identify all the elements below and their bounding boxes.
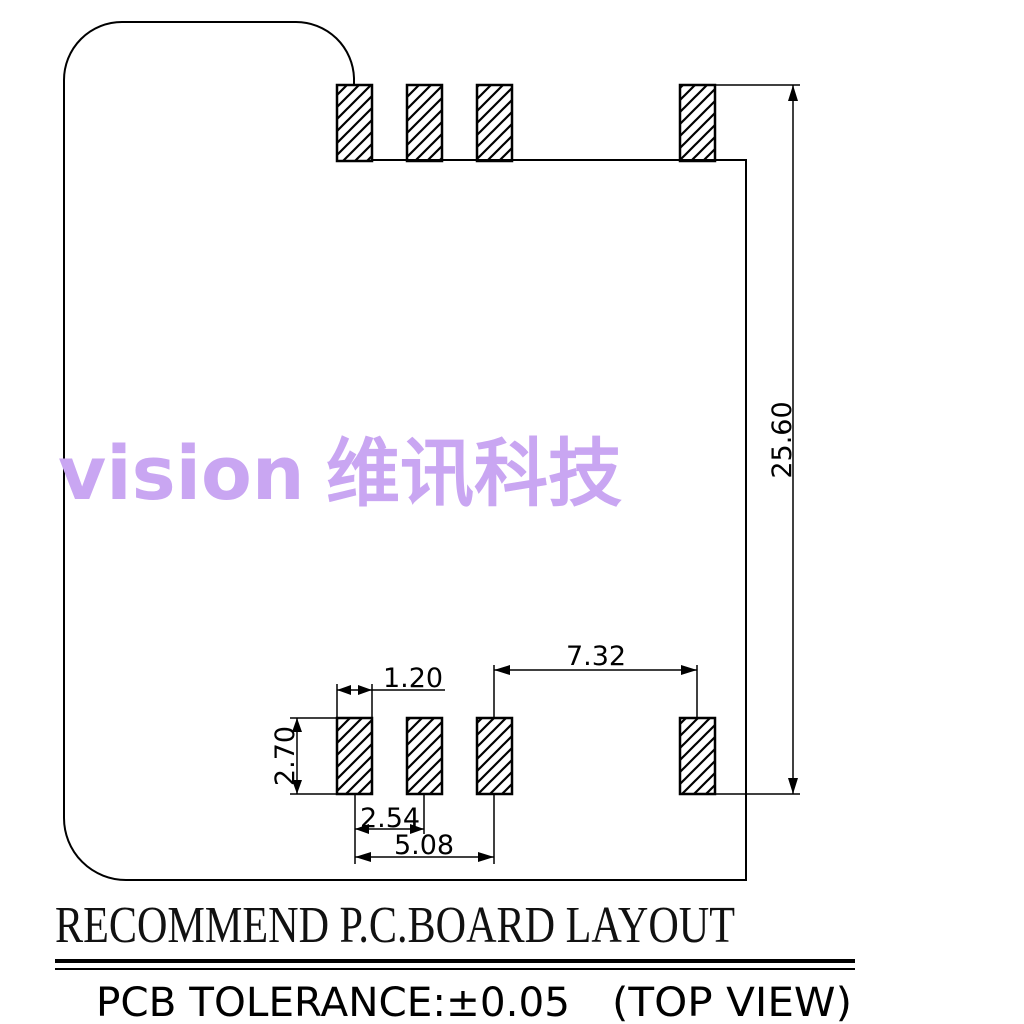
watermark-brand-cjk: 维讯科技 (326, 431, 622, 517)
pad-bottom-4 (678, 716, 717, 796)
pad-top-2 (405, 83, 444, 163)
dimension-pad-height: 2.70 (270, 717, 337, 795)
pad-bottom-1 (335, 716, 374, 796)
top-pad-row (335, 83, 717, 163)
dimension-double-pitch-label: 5.08 (394, 830, 454, 861)
view-note: (TOP VIEW) (612, 980, 852, 1024)
dimension-row-span-label: 25.60 (767, 401, 798, 478)
dimension-pad-width: 1.20 (336, 663, 445, 718)
dimension-gap: 7.32 (493, 641, 698, 718)
pad-top-1 (335, 83, 374, 163)
pad-top-4 (678, 83, 717, 163)
pad-bottom-2 (405, 716, 444, 796)
watermark: vision 维讯科技 (58, 431, 622, 517)
dimension-gap-label: 7.32 (566, 641, 626, 672)
dimension-row-span: 25.60 (715, 84, 800, 795)
dimension-pad-width-label: 1.20 (383, 663, 443, 694)
dimension-double-pitch: 5.08 (355, 794, 495, 864)
pad-top-3 (475, 83, 514, 163)
dimension-pitch-label: 2.54 (360, 803, 420, 834)
tolerance-note: PCB TOLERANCE:±0.05 (96, 980, 570, 1024)
board-outline (63, 21, 747, 881)
watermark-brand-latin: vision (58, 431, 305, 517)
dimension-pitch: 2.54 (354, 794, 425, 864)
layout-title: RECOMMEND P.C.BOARD LAYOUT (55, 897, 735, 954)
pad-bottom-3 (475, 716, 514, 796)
dimension-pad-height-label: 2.70 (270, 726, 301, 786)
bottom-pad-row (335, 716, 717, 796)
